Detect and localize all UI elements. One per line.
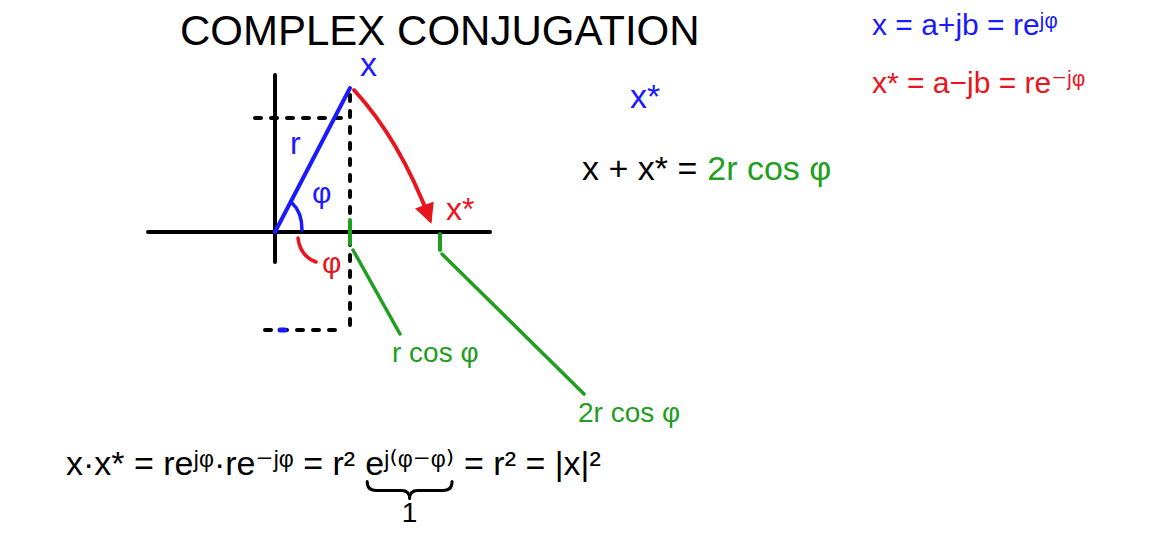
equation: x = a+jb = reʲᵠ	[872, 8, 1058, 41]
equation-term: x·x* = reʲᵠ·re⁻ʲᵠ = r²	[66, 445, 355, 482]
projection-label: 2r cos φ	[578, 398, 680, 429]
angle-arc	[298, 238, 316, 262]
brace-value: 1	[402, 498, 418, 529]
underbrace	[367, 481, 452, 498]
equation-term: = r² = |x|²	[464, 445, 601, 482]
radius-vector	[275, 88, 350, 232]
tick-mark	[348, 220, 352, 244]
tick-mark	[438, 234, 442, 250]
leader-line	[353, 250, 400, 334]
point-label: x*	[446, 192, 474, 227]
angle-label: φ	[312, 176, 331, 209]
dashed-guide	[265, 328, 345, 332]
equation-term: 2r cos φ	[707, 150, 831, 187]
equation-term: x + x* =	[582, 150, 697, 187]
point-label: x	[360, 46, 377, 83]
leader-line	[442, 254, 584, 394]
equation: x* = a−jb = re⁻ʲᵠ	[872, 66, 1085, 99]
projection-label: r cos φ	[392, 338, 479, 369]
dashed-guide	[348, 95, 352, 325]
angle-arc	[292, 203, 302, 230]
symbol-label: x*	[630, 78, 660, 115]
conjugation-arrow	[354, 90, 430, 220]
title: COMPLEX CONJUGATION	[180, 8, 700, 54]
point-mark	[280, 328, 285, 333]
angle-label: φ	[322, 246, 341, 279]
radius-label: r	[290, 126, 301, 161]
equation-term: eʲ⁽ᵠ⁻ᵠ⁾	[365, 445, 454, 482]
